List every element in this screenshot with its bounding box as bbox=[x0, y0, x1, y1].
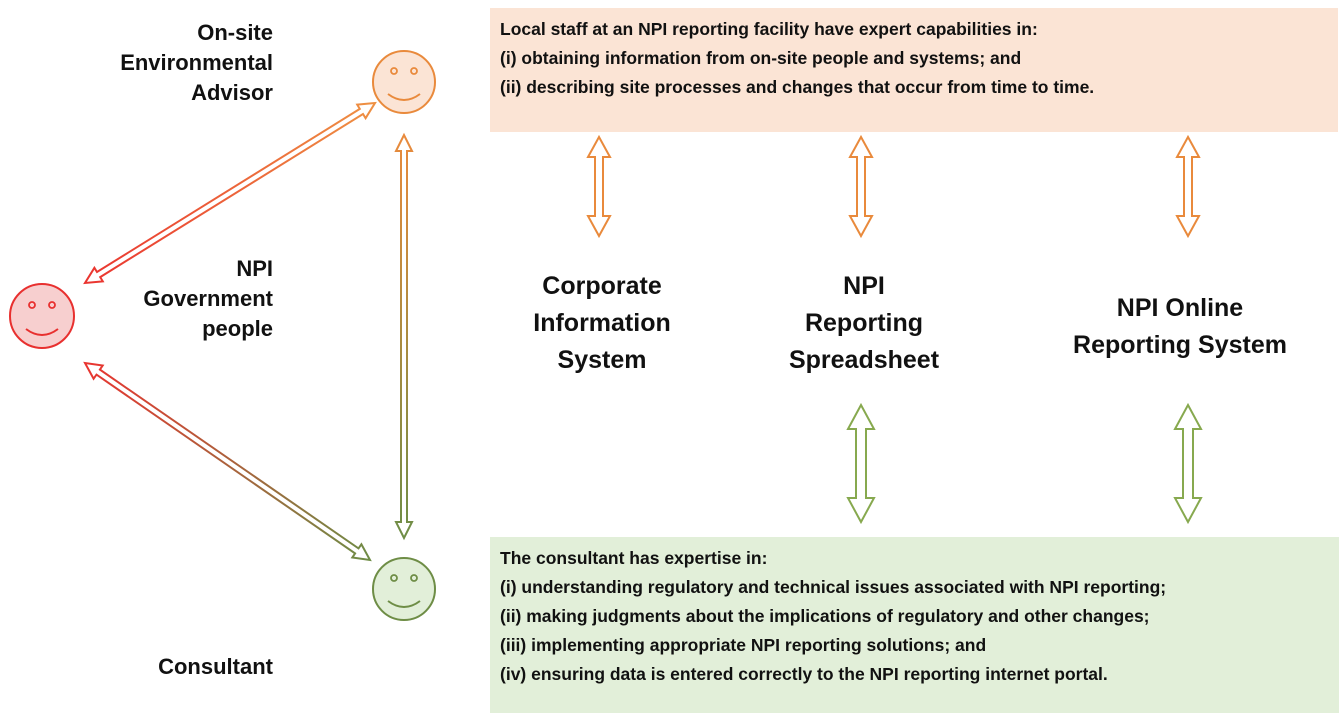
advisor-government-double-arrow-icon bbox=[83, 101, 377, 285]
government-label-line: people bbox=[202, 316, 273, 341]
government-smiley-icon bbox=[9, 283, 75, 349]
advisor-label-line: Environmental bbox=[120, 50, 273, 75]
system-label-line: Spreadsheet bbox=[788, 346, 940, 374]
box-line: (iv) ensuring data is entered correctly … bbox=[500, 664, 1108, 684]
consultant-smiley-icon bbox=[372, 557, 436, 621]
government-label: NPI Government people bbox=[143, 254, 273, 344]
local-staff-capabilities-box: Local staff at an NPI reporting facility… bbox=[490, 8, 1338, 132]
npi-online-reporting-system-label: NPI Online Reporting System bbox=[1050, 290, 1310, 364]
spreadsheet-bottom-box-double-arrow-icon bbox=[846, 402, 876, 525]
top-box-corporate-double-arrow-icon bbox=[586, 134, 612, 239]
advisor-consultant-double-arrow-icon bbox=[394, 132, 414, 541]
consultant-label-line: Consultant bbox=[158, 654, 273, 679]
system-label-line: System bbox=[557, 346, 647, 374]
advisor-smiley-icon bbox=[372, 50, 436, 114]
box-line: (i) obtaining information from on-site p… bbox=[500, 48, 1022, 68]
top-box-spreadsheet-double-arrow-icon bbox=[848, 134, 874, 239]
system-label-line: NPI bbox=[843, 272, 885, 300]
top-box-online-double-arrow-icon bbox=[1175, 134, 1201, 239]
box-line: (ii) making judgments about the implicat… bbox=[500, 606, 1150, 626]
advisor-label-line: On-site bbox=[197, 20, 273, 45]
npi-reporting-spreadsheet-label: NPI Reporting Spreadsheet bbox=[764, 268, 964, 379]
government-label-line: NPI bbox=[236, 256, 273, 281]
government-consultant-double-arrow-icon bbox=[83, 361, 372, 562]
box-line: (i) understanding regulatory and technic… bbox=[500, 577, 1167, 597]
system-label-line: Reporting System bbox=[1073, 331, 1287, 359]
box-line: (iii) implementing appropriate NPI repor… bbox=[500, 635, 987, 655]
system-label-line: NPI Online bbox=[1116, 294, 1244, 322]
consultant-label: Consultant bbox=[158, 652, 273, 682]
corporate-information-system-label: Corporate Information System bbox=[497, 268, 707, 379]
government-label-line: Government bbox=[143, 286, 273, 311]
system-label-line: Corporate bbox=[542, 272, 662, 300]
consultant-expertise-box: The consultant has expertise in: (i) und… bbox=[490, 537, 1339, 713]
online-bottom-box-double-arrow-icon bbox=[1173, 402, 1203, 525]
box-line: Local staff at an NPI reporting facility… bbox=[500, 19, 1038, 39]
box-line: The consultant has expertise in: bbox=[500, 548, 768, 568]
system-label-line: Reporting bbox=[804, 309, 924, 337]
advisor-label-line: Advisor bbox=[191, 80, 273, 105]
system-label-line: Information bbox=[533, 309, 671, 337]
advisor-label: On-site Environmental Advisor bbox=[120, 18, 273, 108]
box-line: (ii) describing site processes and chang… bbox=[500, 77, 1095, 97]
